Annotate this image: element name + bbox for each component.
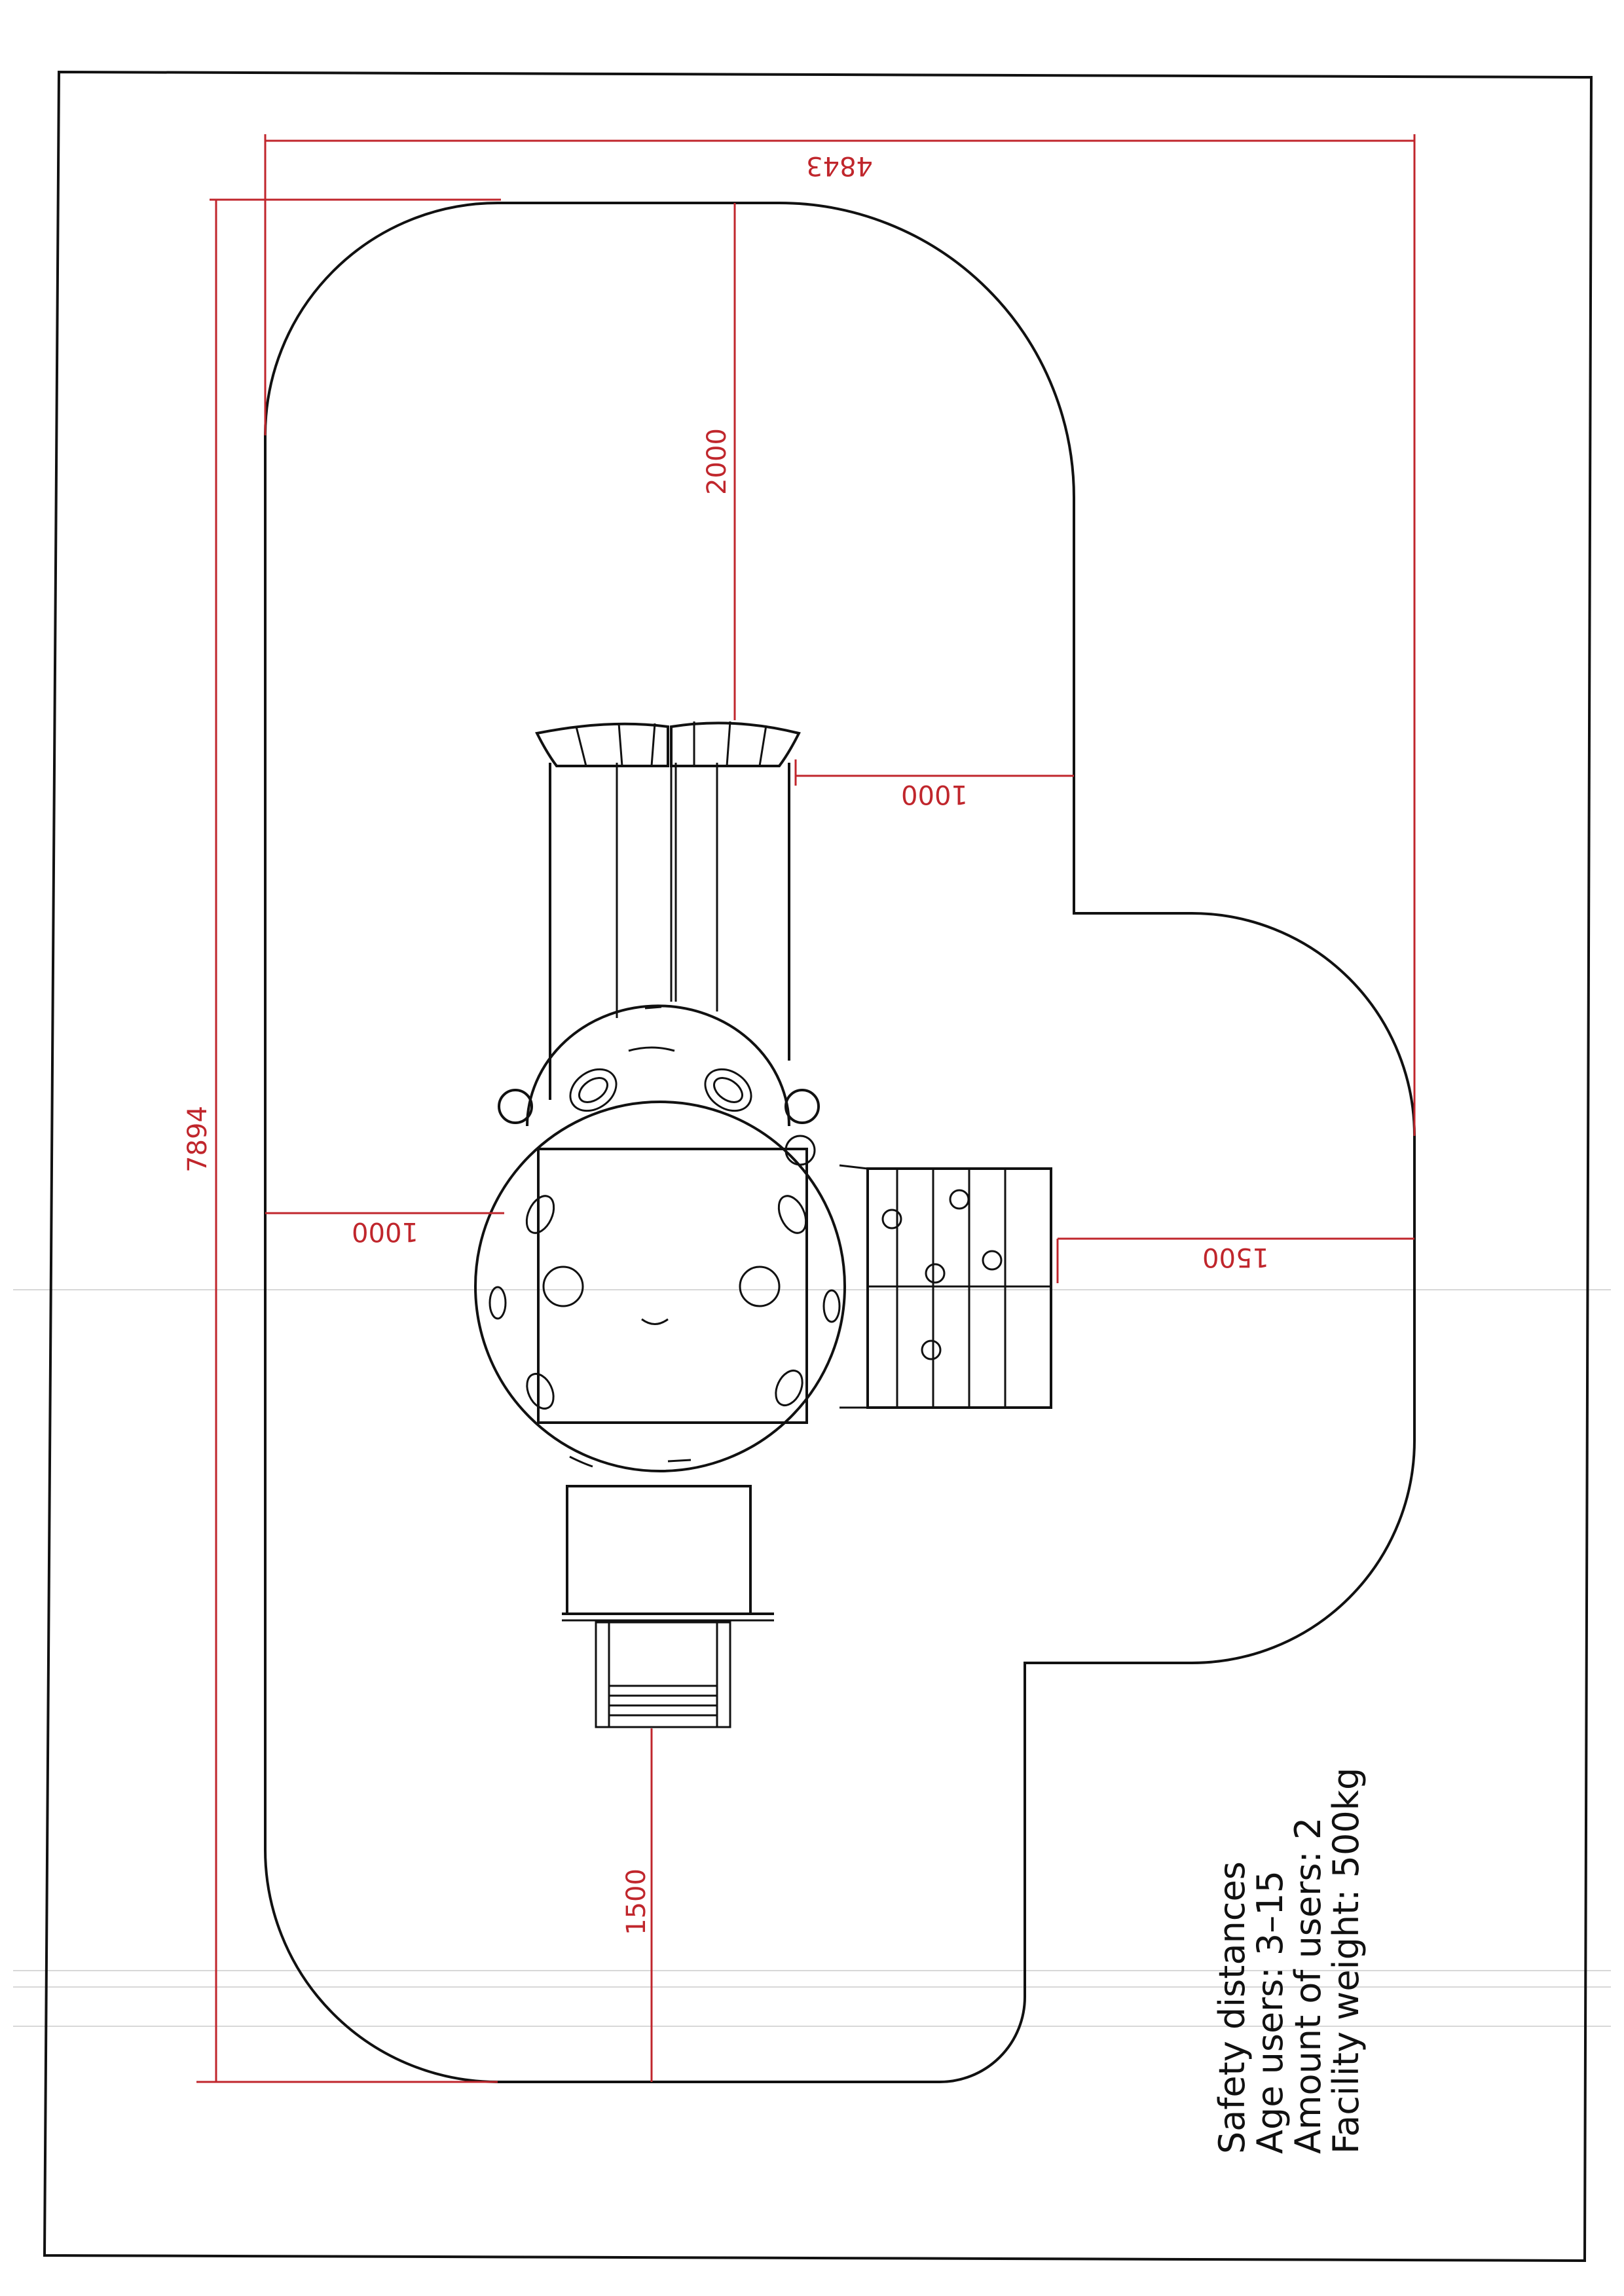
overall-width-label: 4843 bbox=[806, 151, 873, 181]
slide-side-clearance-label: 1000 bbox=[901, 779, 968, 809]
tower-dome bbox=[474, 1004, 846, 1472]
ladder bbox=[595, 1621, 731, 1728]
climbing-wall bbox=[839, 1164, 1052, 1409]
bottom-clearance-label: 1500 bbox=[621, 1868, 652, 1935]
exit-tunnel bbox=[562, 1485, 774, 1622]
dimension-lines bbox=[196, 134, 1416, 2083]
left-clearance-label: 1000 bbox=[352, 1216, 418, 1247]
drawing-frame bbox=[43, 70, 1593, 2263]
spec-heading: Safety distances bbox=[1211, 1861, 1253, 2154]
playground-equipment bbox=[474, 721, 1052, 1728]
spec-amount-users: Amount of users: 2 bbox=[1287, 1817, 1329, 2154]
scan-lines bbox=[13, 1289, 1611, 2027]
overall-length-label: 7894 bbox=[183, 1106, 213, 1173]
top-clearance-label: 2000 bbox=[702, 428, 732, 495]
slide-chute bbox=[535, 721, 801, 1100]
spec-facility-weight: Facility weight: 500kg bbox=[1325, 1768, 1367, 2154]
spec-age-users: Age users: 3–15 bbox=[1249, 1870, 1291, 2154]
spec-note: Safety distances Age users: 3–15 Amount … bbox=[1211, 1768, 1367, 2154]
right-clearance-label: 1500 bbox=[1202, 1242, 1269, 1272]
